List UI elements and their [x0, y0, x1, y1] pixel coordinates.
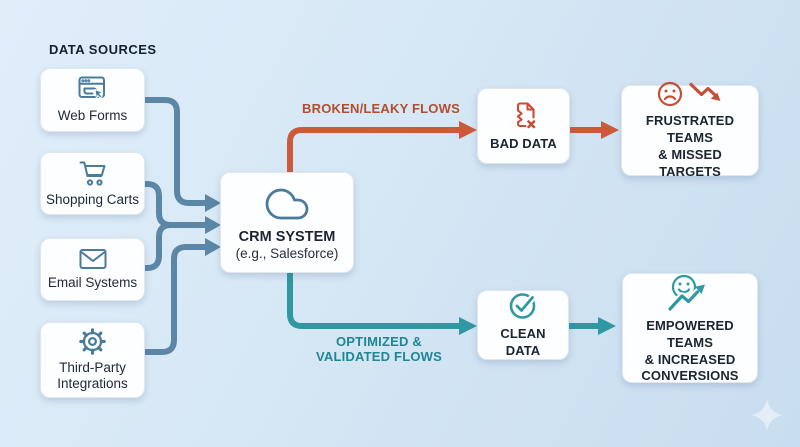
- cloud-icon: [261, 184, 313, 224]
- arrowhead-icon: [598, 317, 616, 335]
- arrowhead-icon: [459, 317, 477, 335]
- node-label: BAD DATA: [490, 136, 557, 152]
- broken-flow-arrowheads: [459, 121, 619, 139]
- node-crm-system: CRM SYSTEM (e.g., Salesforce): [220, 172, 354, 273]
- node-label: FRUSTRATED TEAMS & MISSED TARGETS: [626, 113, 754, 181]
- emailsystems-connector: [145, 222, 172, 271]
- node-label: Third-Party Integrations: [57, 360, 128, 391]
- happy-face-icon: [664, 271, 716, 313]
- node-label: EMPOWERED TEAMS & INCREASED CONVERSIONS: [627, 318, 753, 386]
- thirdparty-connector: [145, 244, 207, 355]
- crm-subtitle: (e.g., Salesforce): [235, 246, 339, 261]
- node-label-line3: CONVERSIONS: [641, 368, 739, 384]
- sad-face-icon: [656, 80, 684, 108]
- broken-flow-connectors: [287, 127, 603, 174]
- email-envelope-icon: [79, 248, 107, 270]
- frustrated-icons: [656, 80, 724, 108]
- shopping-cart-icon: [78, 160, 108, 187]
- node-frustrated-teams: FRUSTRATED TEAMS & MISSED TARGETS: [621, 82, 759, 179]
- node-shopping-carts: Shopping Carts: [40, 152, 145, 215]
- source-arrowheads: [205, 194, 221, 256]
- node-label: CLEAN DATA: [500, 326, 546, 358]
- optimized-flow-arrowheads: [459, 317, 616, 335]
- gear-icon: [79, 328, 106, 356]
- node-label-line2: & INCREASED: [644, 351, 736, 367]
- optimized-flow-label-line2: VALIDATED FLOWS: [315, 349, 442, 365]
- arrowhead-icon: [601, 121, 619, 139]
- node-empowered-teams: EMPOWERED TEAMS & INCREASED CONVERSIONS: [622, 273, 758, 383]
- crm-to-baddata-connector: [287, 127, 461, 174]
- upward-trend-arrow-icon: [666, 284, 705, 313]
- empowered-icons: [664, 271, 716, 313]
- webforms-connector: [145, 97, 207, 206]
- node-label-line1: EMPOWERED TEAMS: [646, 317, 734, 350]
- node-bad-data: BAD DATA: [477, 88, 570, 164]
- arrowhead-icon: [459, 121, 477, 139]
- node-label: Email Systems: [47, 275, 138, 291]
- node-label-line1: FRUSTRATED TEAMS: [645, 113, 735, 146]
- arrowhead-icon: [205, 194, 221, 212]
- node-third-party-integrations: Third-Party Integrations: [40, 322, 145, 398]
- node-email-systems: Email Systems: [40, 238, 145, 301]
- node-label-line2: & MISSED TARGETS: [658, 147, 722, 179]
- broken-flow-label: BROKEN/LEAKY FLOWS: [302, 101, 460, 116]
- web-form-browser-icon: [78, 76, 108, 103]
- node-clean-data: CLEAN DATA: [477, 290, 569, 360]
- arrowhead-icon: [205, 238, 221, 256]
- optimized-flow-label: OPTIMIZED & VALIDATED FLOWS: [294, 334, 464, 365]
- data-sources-heading: DATA SOURCES: [49, 42, 157, 57]
- sparkle-icon: [751, 399, 783, 436]
- node-label: Shopping Carts: [45, 191, 140, 207]
- source-connectors: [145, 97, 207, 355]
- optimized-flow-connectors: [287, 272, 600, 329]
- node-web-forms: Web Forms: [40, 68, 145, 132]
- crm-title: CRM SYSTEM: [238, 229, 336, 245]
- crm-to-cleandata-connector: [287, 272, 461, 329]
- node-label: Web Forms: [57, 108, 128, 124]
- optimized-flow-label-line1: OPTIMIZED &: [336, 334, 422, 349]
- broken-document-icon: [508, 99, 540, 131]
- downward-zigzag-arrow-icon: [688, 81, 724, 107]
- arrowhead-icon: [205, 216, 221, 234]
- check-circle-icon: [507, 290, 539, 321]
